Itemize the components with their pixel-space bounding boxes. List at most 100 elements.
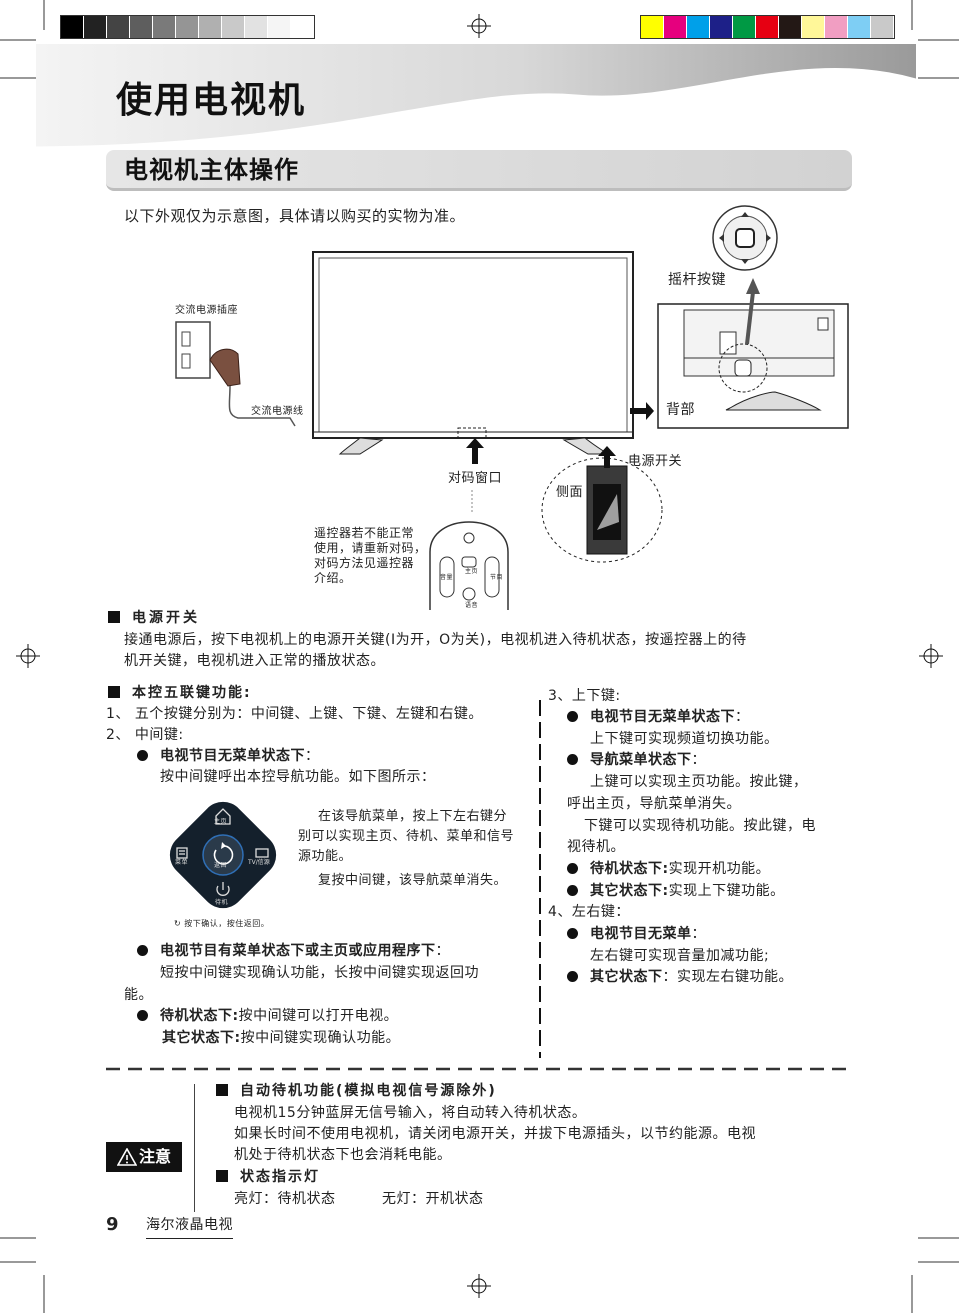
- joystick-heading: 本控五联键功能:: [108, 683, 252, 704]
- note-line-1: 电视机15分钟蓝屏无信号输入，将自动转入待机状态。: [234, 1105, 587, 1121]
- r-bullet-5-text: 左右键可实现音量加减功能;: [590, 948, 770, 964]
- color-swatch: [641, 16, 664, 38]
- warning-icon: [116, 1148, 137, 1166]
- r-bullet-1: 电视节目无菜单状态下：: [567, 707, 750, 728]
- tv-diagram: [175, 205, 849, 610]
- power-socket-illustration: [175, 321, 296, 427]
- section-title: 电视机主体操作: [124, 156, 299, 184]
- square-bullet: [216, 1084, 228, 1096]
- remote-ch-key-label: 节目: [490, 574, 504, 581]
- item-3: 3、上下键:: [548, 688, 621, 704]
- page-title: 使用电视机: [116, 80, 307, 121]
- gray-swatch: [222, 16, 245, 38]
- note-line-4a: 亮灯：待机状态: [234, 1191, 336, 1207]
- bullet-2: 电视节目有菜单状态下或主页或应用程序下：: [137, 941, 450, 962]
- registration-mark-bottom: [467, 1274, 491, 1298]
- joystick-illustration: [712, 205, 778, 271]
- gray-swatch: [268, 16, 291, 38]
- remote-note-3: 对码方法见遥控器: [314, 556, 415, 570]
- item-4: 4、左右键：: [548, 904, 630, 920]
- round-bullet: [567, 711, 578, 722]
- gray-swatch: [153, 16, 176, 38]
- color-swatch: [687, 16, 710, 38]
- color-swatch: [710, 16, 733, 38]
- nav-desc-1: 在该导航菜单，按上下左右键分: [318, 809, 508, 824]
- note-badge: 注意: [106, 1142, 182, 1172]
- nav-desc-2: 别可以实现主页、待机、菜单和信号: [298, 829, 515, 844]
- tv-back-illustration: [657, 278, 849, 429]
- column-divider: [539, 700, 541, 1058]
- home-icon: [215, 808, 231, 825]
- gray-swatch: [130, 16, 153, 38]
- tv-front-illustration: [312, 251, 634, 455]
- note-rule: [194, 1084, 195, 1212]
- remote-illustration: [429, 521, 509, 610]
- bullet-3: 待机状态下:按中间键可以打开电视。: [137, 1006, 398, 1027]
- r-bullet-2-text-4: 视待机。: [567, 839, 625, 855]
- gray-swatch: [245, 16, 268, 38]
- registration-mark-right: [919, 644, 943, 668]
- refresh-icon: ↻: [174, 919, 185, 928]
- r-bullet-2-text-1: 上键可以实现主页功能。按此键，: [590, 774, 808, 790]
- gray-swatch: [61, 16, 84, 38]
- r-bullet-2-text-2: 呼出主页，导航菜单消失。: [567, 796, 741, 812]
- color-swatch: [756, 16, 779, 38]
- bullet-2-text-2: 能。: [124, 987, 153, 1003]
- color-bar: [640, 15, 895, 39]
- note-line-3: 机处于待机状态下也会消耗电能。: [234, 1147, 452, 1163]
- round-bullet: [137, 945, 148, 956]
- nav-standby-label: 待机: [215, 899, 229, 906]
- color-swatch: [779, 16, 802, 38]
- bullet-1-text: 按中间键呼出本控导航功能。如下图所示：: [160, 769, 436, 785]
- gray-swatch: [107, 16, 130, 38]
- gray-swatch: [291, 16, 314, 38]
- nav-menu-label: 菜单: [175, 859, 189, 866]
- r-bullet-4: 其它状态下:实现上下键功能。: [567, 881, 785, 902]
- r-bullet-5: 电视节目无菜单：: [567, 924, 706, 945]
- socket-label: 交流电源插座: [175, 305, 238, 316]
- gray-swatch: [199, 16, 222, 38]
- cord-label: 交流电源线: [251, 406, 304, 417]
- back-label: 背部: [666, 402, 695, 418]
- r-bullet-6: 其它状态下：实现左右键功能。: [567, 967, 793, 988]
- color-swatch: [848, 16, 871, 38]
- round-bullet: [567, 754, 578, 765]
- color-swatch: [802, 16, 825, 38]
- joystick-label: 摇杆按键: [668, 272, 726, 288]
- section-divider: [106, 1067, 854, 1071]
- nav-menu-illustration: [169, 801, 277, 909]
- remote-note-4: 介绍。: [314, 571, 352, 585]
- bullet-1: 电视节目无菜单状态下：: [137, 746, 320, 767]
- bullet-4: 其它状态下:按中间键实现确认功能。: [162, 1030, 401, 1046]
- menu-icon: [176, 847, 188, 859]
- note-line-4b: 无灯：开机状态: [382, 1191, 484, 1207]
- square-bullet: [216, 1170, 228, 1182]
- r-bullet-2: 导航菜单状态下：: [567, 750, 706, 771]
- item-2: 2、 中间键:: [106, 727, 184, 743]
- nav-home-label: 主页: [214, 818, 228, 825]
- remote-note-2: 使用，请重新对码，: [314, 541, 427, 555]
- power-switch-label: 电源开关: [628, 454, 683, 469]
- nav-back-label: 返回: [214, 862, 228, 869]
- gray-color-bar: [60, 15, 315, 39]
- intro-text: 以下外观仅为示意图，具体请以购买的实物为准。: [124, 207, 466, 225]
- nav-desc-4: 复按中间键，该导航菜单消失。: [318, 873, 508, 888]
- nav-desc-3: 源功能。: [298, 849, 353, 864]
- remote-note-1: 遥控器若不能正常: [314, 526, 415, 540]
- side-switch-illustration: [541, 446, 663, 563]
- note-heading-1: 自动待机功能(模拟电视信号源除外): [216, 1081, 497, 1102]
- round-bullet: [137, 1010, 148, 1021]
- round-bullet: [567, 971, 578, 982]
- page-number: 9: [106, 1214, 120, 1235]
- color-swatch: [664, 16, 687, 38]
- section-title-bar: [106, 150, 852, 191]
- nav-hint: ↻ 按下确认，按住返回。: [174, 919, 270, 928]
- square-bullet: [108, 686, 120, 698]
- note-heading-2: 状态指示灯: [216, 1167, 320, 1188]
- power-line-2: 机开关键，电视机进入正常的播放状态。: [124, 653, 385, 669]
- remote-voice-key-label: 语音: [465, 602, 479, 609]
- item-1: 1、 五个按键分别为：中间键、上键、下键、左键和右键。: [106, 706, 483, 722]
- r-bullet-1-text: 上下键可实现频道切换功能。: [590, 731, 779, 747]
- round-bullet: [137, 750, 148, 761]
